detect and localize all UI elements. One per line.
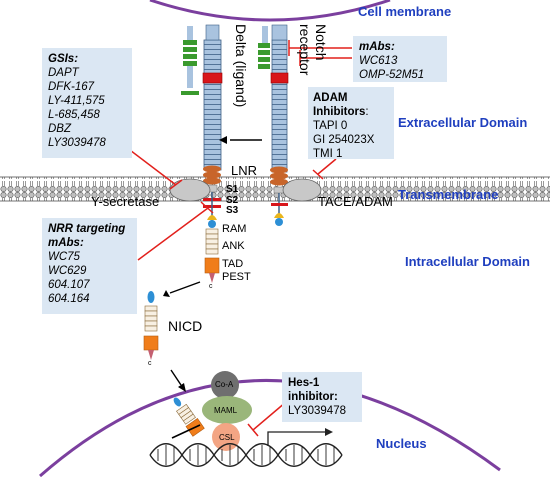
notch-mabs-box: mAbs: WC613 OMP-52M51 — [353, 36, 447, 82]
c-terminus-label: c — [209, 283, 213, 290]
nicd-c-terminus-label: c — [148, 360, 152, 367]
adam-item: GI 254023X — [313, 134, 375, 146]
intracellular-domain-label: Intracellular Domain — [405, 254, 530, 269]
notch-receptor-right — [270, 24, 289, 226]
gamma-secretase-label: Y-secretase — [91, 194, 160, 209]
nrr-box-title-line1: NRR targeting — [48, 223, 126, 235]
intracellular-fragment — [204, 215, 220, 283]
notch-receptor-left — [202, 24, 223, 225]
adam-item: TMI 1 — [313, 148, 343, 160]
nrr-mabs-box: NRR targeting mAbs: WC75 WC629 604.107 6… — [42, 218, 137, 314]
nuclear-membrane — [39, 379, 501, 478]
delta-ligand — [181, 26, 199, 95]
nucleus-label: Nucleus — [376, 436, 427, 451]
nicd-protein — [143, 291, 159, 360]
gsi-item: DFK-167 — [48, 81, 95, 93]
csl-label: CSL — [219, 433, 235, 442]
lnr-label: LNR — [231, 163, 258, 178]
adam-inhibitors-box: ADAM Inhibitors: TAPI 0 GI 254023X TMI 1 — [308, 87, 394, 160]
tace-adam-enzyme — [282, 178, 322, 202]
pest-label: PEST — [222, 271, 251, 283]
cell-membrane-label: Cell membrane — [358, 4, 452, 19]
nrr-item: 604.107 — [48, 279, 90, 291]
adam-box-title-line2: Inhibitors — [313, 106, 366, 118]
nrr-item: WC75 — [48, 251, 80, 263]
transmembrane-label: Transmembrane — [398, 187, 499, 202]
hes1-box-title-line1: Hes-1 — [288, 377, 320, 389]
ank-label: ANK — [222, 240, 245, 252]
nrr-item: 604.164 — [48, 293, 90, 305]
notch-receptor-label-line2: receptor — [297, 24, 313, 76]
coa-protein — [211, 371, 239, 399]
delta-ligand-label: Delta (ligand) — [233, 24, 249, 108]
s1-site-label: S1 — [226, 184, 239, 195]
tad-label: TAD — [222, 258, 244, 270]
adam-box-title-colon: : — [365, 106, 369, 118]
mabs-item: WC613 — [359, 55, 398, 67]
ligand-green-domain-right — [258, 26, 270, 69]
coa-label: Co-A — [215, 380, 234, 389]
maml-protein — [202, 396, 252, 424]
dna-helix — [149, 443, 343, 467]
hes1-inhibitor-box: Hes-1 inhibitor: LY3039478 — [282, 372, 362, 422]
gsi-item: DBZ — [48, 123, 71, 135]
gsi-item: DAPT — [48, 67, 79, 79]
extracellular-domain-label: Extracellular Domain — [398, 115, 528, 130]
gsi-item: L-685,458 — [48, 109, 100, 121]
hes1-item: LY3039478 — [288, 405, 346, 417]
hes1-box-title-line2: inhibitor: — [288, 391, 338, 403]
tace-adam-label: TACE/ADAM — [318, 194, 393, 209]
gamma-secretase-enzyme — [169, 178, 211, 202]
mabs-box-title: mAbs: — [359, 41, 395, 53]
ram-label: RAM — [222, 223, 247, 235]
transcription-complex — [202, 371, 252, 451]
top-cell-membrane — [149, 0, 391, 22]
nicd-nuclear — [173, 397, 205, 437]
s3-site-label: S3 — [226, 205, 239, 216]
gsi-inhibitors-box: GSIs: DAPT DFK-167 LY-411,575 L-685,458 … — [42, 48, 132, 158]
gsi-box-title: GSIs: — [48, 53, 79, 65]
nicd-label: NICD — [168, 318, 203, 334]
nrr-item: WC629 — [48, 265, 87, 277]
mabs-item: OMP-52M51 — [359, 69, 425, 81]
notch-receptor-label-line1: Notch — [313, 24, 329, 61]
transcription-arrow — [267, 431, 325, 446]
adam-item: TAPI 0 — [313, 120, 348, 132]
adam-box-title-line1: ADAM — [313, 92, 348, 104]
s2-site-label: S2 — [226, 195, 239, 206]
maml-label: MAML — [214, 406, 238, 415]
gsi-item: LY3039478 — [48, 137, 106, 149]
adam-box-title-line2-row: Inhibitors: — [313, 105, 394, 119]
nrr-box-title-line2: mAbs: — [48, 237, 84, 249]
gsi-item: LY-411,575 — [48, 95, 105, 107]
